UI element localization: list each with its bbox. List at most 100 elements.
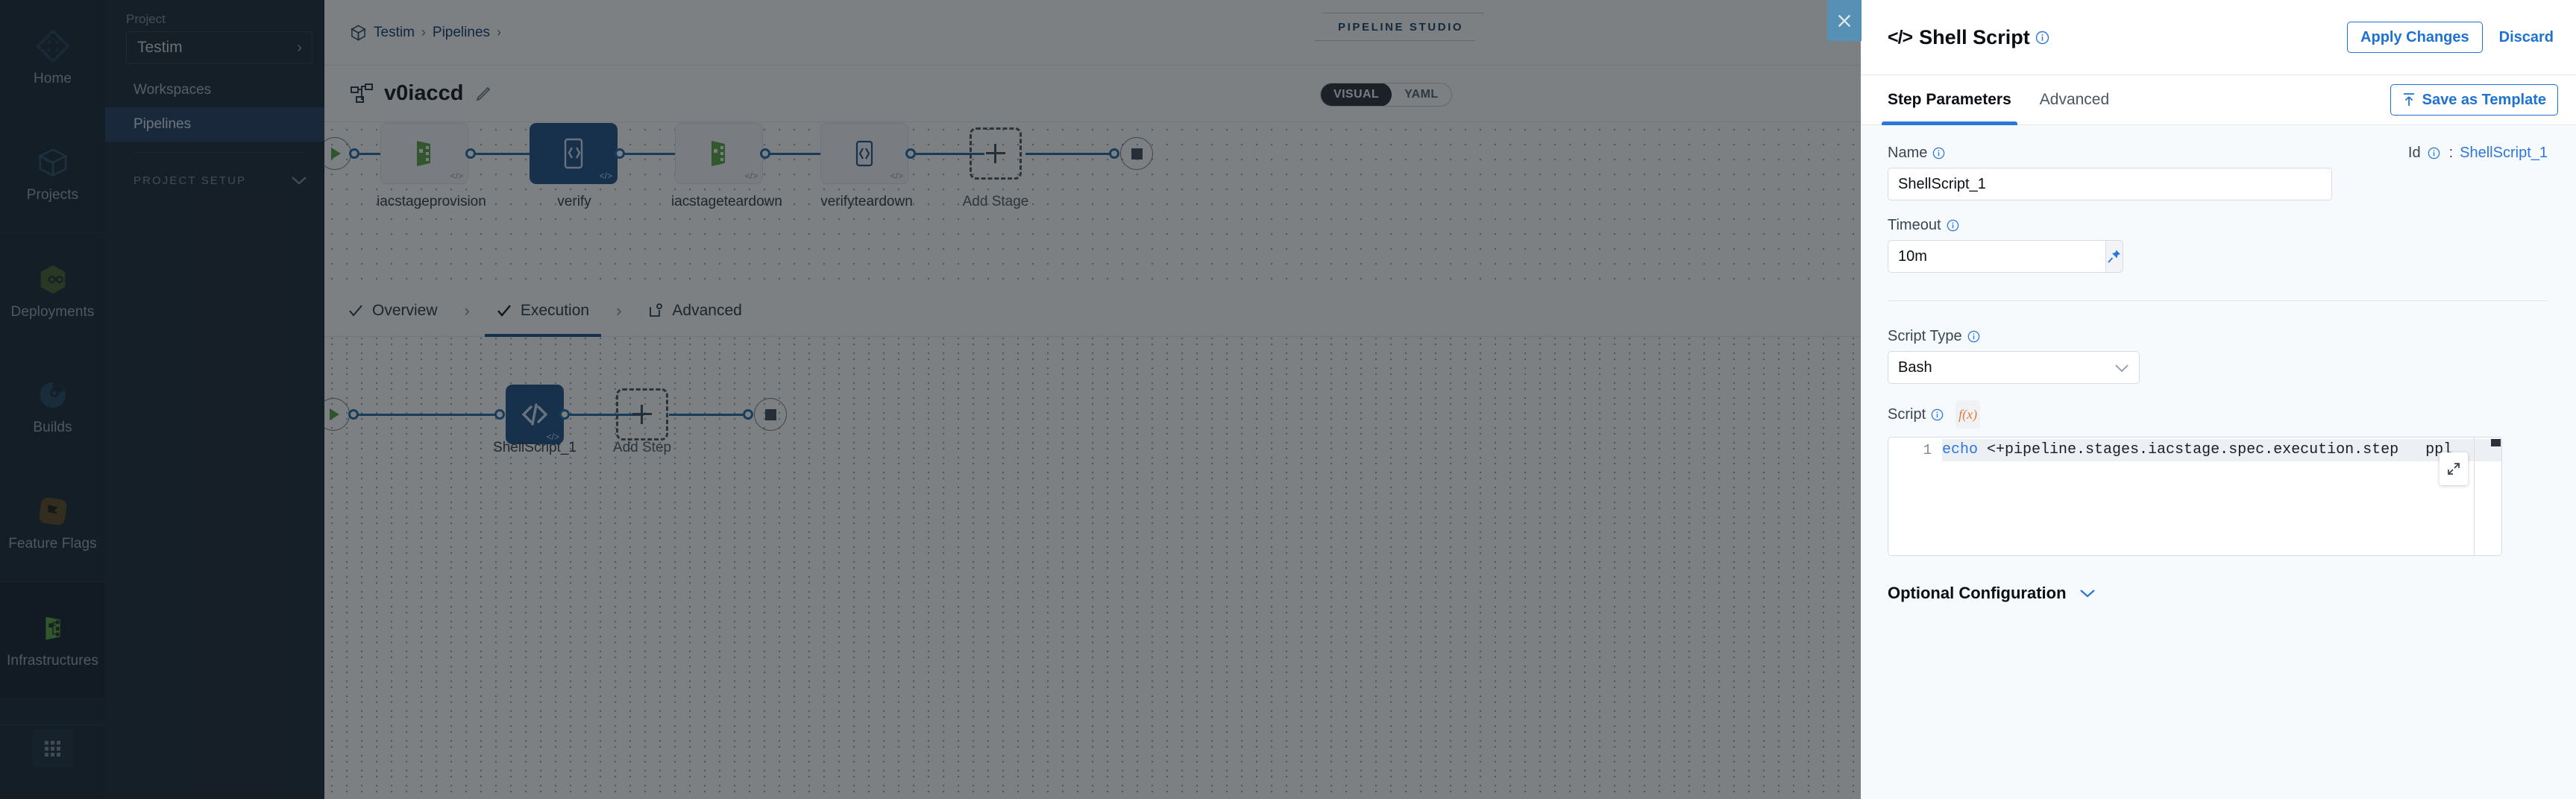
info-icon[interactable] bbox=[1931, 408, 1944, 421]
app-nav-rail: Home Projects Deployments bbox=[0, 0, 105, 799]
edit-pencil-icon[interactable] bbox=[475, 86, 491, 102]
name-label: Name bbox=[1888, 145, 1928, 161]
expand-icon bbox=[2448, 463, 2460, 475]
editor-line: 1 echo <+pipeline.stages.iacstage.spec.e… bbox=[1888, 438, 2501, 463]
info-icon[interactable] bbox=[1947, 219, 1959, 232]
port[interactable] bbox=[465, 148, 476, 159]
close-icon bbox=[1838, 14, 1851, 27]
project-sidebar: Project Testim › Workspaces Pipelines PR… bbox=[105, 0, 324, 799]
nav-item-home[interactable]: Home bbox=[0, 0, 105, 116]
info-icon[interactable] bbox=[2035, 31, 2049, 45]
stop-icon bbox=[1131, 148, 1143, 160]
timeout-label: Timeout bbox=[1888, 217, 1941, 233]
shell-script-icon bbox=[564, 138, 583, 169]
stage-tab-label-advanced: Advanced bbox=[672, 301, 742, 319]
timeout-label-wrap: Timeout bbox=[1888, 217, 2548, 234]
nav-label-builds: Builds bbox=[33, 420, 72, 435]
project-selector-name: Testim bbox=[137, 39, 183, 56]
nav-item-feature-flags[interactable]: Feature Flags bbox=[0, 465, 105, 581]
add-step-button[interactable] bbox=[616, 388, 668, 440]
fx-glyph: f(x) bbox=[1958, 406, 1978, 422]
view-mode-visual[interactable]: VISUAL bbox=[1321, 83, 1392, 106]
pin-icon bbox=[2108, 250, 2120, 263]
add-stage-button[interactable] bbox=[970, 127, 1022, 180]
project-selector[interactable]: Testim › bbox=[126, 31, 312, 64]
tab-separator: › bbox=[616, 300, 622, 320]
sidebar-project-setup[interactable]: PROJECT SETUP bbox=[105, 168, 324, 193]
port[interactable] bbox=[743, 409, 753, 420]
apply-changes-button[interactable]: Apply Changes bbox=[2347, 22, 2483, 53]
breadcrumb-testim[interactable]: Testim bbox=[374, 24, 415, 40]
view-mode-toggle[interactable]: VISUAL YAML bbox=[1320, 83, 1452, 107]
sidebar-item-pipelines[interactable]: Pipelines bbox=[105, 107, 324, 142]
check-icon bbox=[497, 304, 511, 317]
execution-end-node[interactable] bbox=[754, 398, 787, 431]
expression-fx-button[interactable]: f(x) bbox=[1955, 400, 1981, 429]
start-port[interactable] bbox=[349, 148, 359, 159]
script-editor[interactable]: 1 echo <+pipeline.stages.iacstage.spec.e… bbox=[1888, 437, 2502, 556]
stage-node-iacstageteardown[interactable]: </> bbox=[675, 123, 763, 184]
step-label-shellscript-1: ShellScript_1 bbox=[493, 440, 577, 455]
timeout-input[interactable] bbox=[1888, 240, 2105, 273]
step-id-row: Id : ShellScript_1 bbox=[2408, 145, 2548, 162]
play-icon bbox=[331, 148, 341, 160]
cube-icon bbox=[37, 148, 68, 177]
flag-icon bbox=[39, 497, 66, 525]
info-icon[interactable] bbox=[1932, 147, 1945, 160]
stage-tab-overview[interactable]: Overview bbox=[344, 285, 442, 337]
infrastructure-icon bbox=[417, 141, 430, 166]
pipeline-icon bbox=[351, 83, 373, 103]
pipeline-end-node[interactable] bbox=[1120, 137, 1153, 170]
nav-item-deployments[interactable]: Deployments bbox=[0, 233, 105, 349]
editor-keyword: echo bbox=[1942, 441, 1979, 458]
stage-tab-advanced[interactable]: Advanced bbox=[644, 285, 746, 337]
expand-editor-button[interactable] bbox=[2440, 452, 2468, 485]
info-icon[interactable] bbox=[1967, 330, 1980, 343]
nav-label-projects: Projects bbox=[26, 187, 79, 203]
breadcrumb-pipelines[interactable]: Pipelines bbox=[432, 24, 491, 40]
view-mode-yaml[interactable]: YAML bbox=[1404, 88, 1439, 101]
tab-step-parameters[interactable]: Step Parameters bbox=[1882, 75, 2017, 125]
port[interactable] bbox=[348, 409, 359, 420]
stage-label-verify: verify bbox=[557, 194, 591, 209]
editor-scrollbar[interactable] bbox=[2491, 439, 2501, 446]
save-as-template-button[interactable]: Save as Template bbox=[2390, 84, 2558, 116]
port[interactable] bbox=[1109, 148, 1119, 159]
nav-item-builds[interactable]: Builds bbox=[0, 349, 105, 465]
stage-node-verifyteardown[interactable]: </> bbox=[820, 123, 908, 184]
optional-configuration-toggle[interactable]: Optional Configuration bbox=[1888, 584, 2548, 603]
port[interactable] bbox=[905, 148, 916, 159]
pipeline-studio-label: PIPELINE STUDIO bbox=[1338, 20, 1464, 34]
port[interactable] bbox=[494, 409, 505, 420]
name-id-row: Name Id : ShellScript_1 bbox=[1888, 145, 2548, 162]
stage-label-iacstageprovision: iacstageprovision bbox=[377, 194, 486, 209]
panel-header-actions: Apply Changes Discard bbox=[2347, 22, 2554, 53]
editor-ruler bbox=[2474, 438, 2475, 555]
info-icon[interactable] bbox=[2428, 147, 2440, 160]
tab-separator: › bbox=[464, 300, 470, 320]
editor-code-line[interactable]: echo <+pipeline.stages.iacstage.spec.exe… bbox=[1942, 439, 2501, 461]
infinity-hex-icon bbox=[40, 265, 65, 294]
app-grid-icon[interactable] bbox=[31, 730, 75, 767]
breadcrumb-separator: › bbox=[421, 25, 426, 40]
port[interactable] bbox=[760, 148, 770, 159]
nav-item-infrastructures[interactable]: Infrastructures bbox=[0, 581, 105, 698]
sidebar-item-workspaces[interactable]: Workspaces bbox=[105, 73, 324, 107]
name-label-wrap: Name bbox=[1888, 145, 1945, 162]
stage-tab-execution[interactable]: Execution bbox=[484, 285, 602, 337]
stage-node-iacstageprovision[interactable]: </> bbox=[380, 123, 468, 184]
id-label: Id bbox=[2407, 145, 2421, 161]
nav-item-projects[interactable]: Projects bbox=[0, 116, 105, 233]
tab-advanced[interactable]: Advanced bbox=[2040, 75, 2109, 125]
discard-button[interactable]: Discard bbox=[2498, 28, 2554, 45]
stage-node-verify[interactable]: </> bbox=[530, 123, 618, 184]
port[interactable] bbox=[615, 148, 625, 159]
edge bbox=[358, 414, 500, 416]
chevron-down-icon bbox=[2079, 590, 2095, 598]
script-type-select[interactable]: Bash bbox=[1888, 351, 2140, 384]
pin-runtime-input-button[interactable] bbox=[2105, 240, 2123, 273]
port[interactable] bbox=[559, 409, 570, 420]
name-input[interactable] bbox=[1888, 168, 2332, 200]
panel-title: Shell Script bbox=[1919, 25, 2030, 48]
close-panel-button[interactable] bbox=[1827, 0, 1862, 41]
